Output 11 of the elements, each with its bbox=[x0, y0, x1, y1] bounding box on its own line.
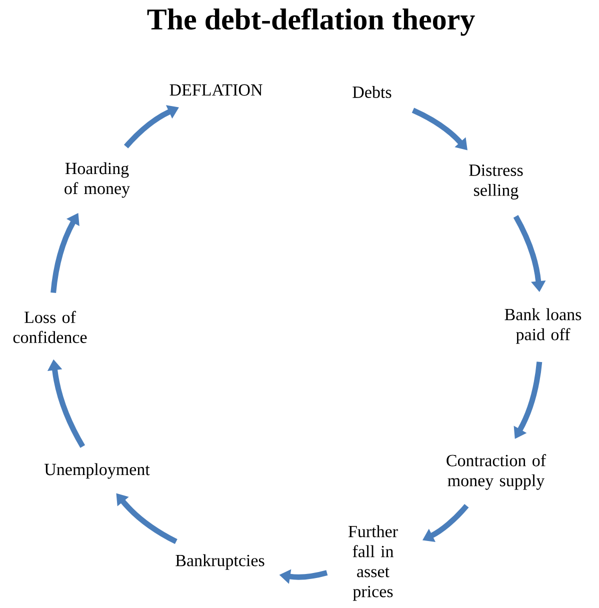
stage-label: Debts bbox=[352, 86, 392, 98]
title: The debt-deflation theory bbox=[147, 8, 475, 36]
stage-label: Hoarding of money bbox=[64, 162, 130, 198]
stage-label: DEFLATION bbox=[170, 84, 262, 96]
stage-label: Further fall in asset prices bbox=[348, 525, 398, 601]
stage-label: Unemployment bbox=[44, 463, 150, 479]
stage-label: Loss of confidence bbox=[13, 310, 87, 344]
stage-label: Bank loans paid off bbox=[504, 308, 582, 344]
stage-label: Bankruptcies bbox=[176, 554, 264, 570]
stage-label: Contraction of money supply bbox=[446, 454, 546, 490]
stage-label: Distress selling bbox=[469, 164, 523, 200]
